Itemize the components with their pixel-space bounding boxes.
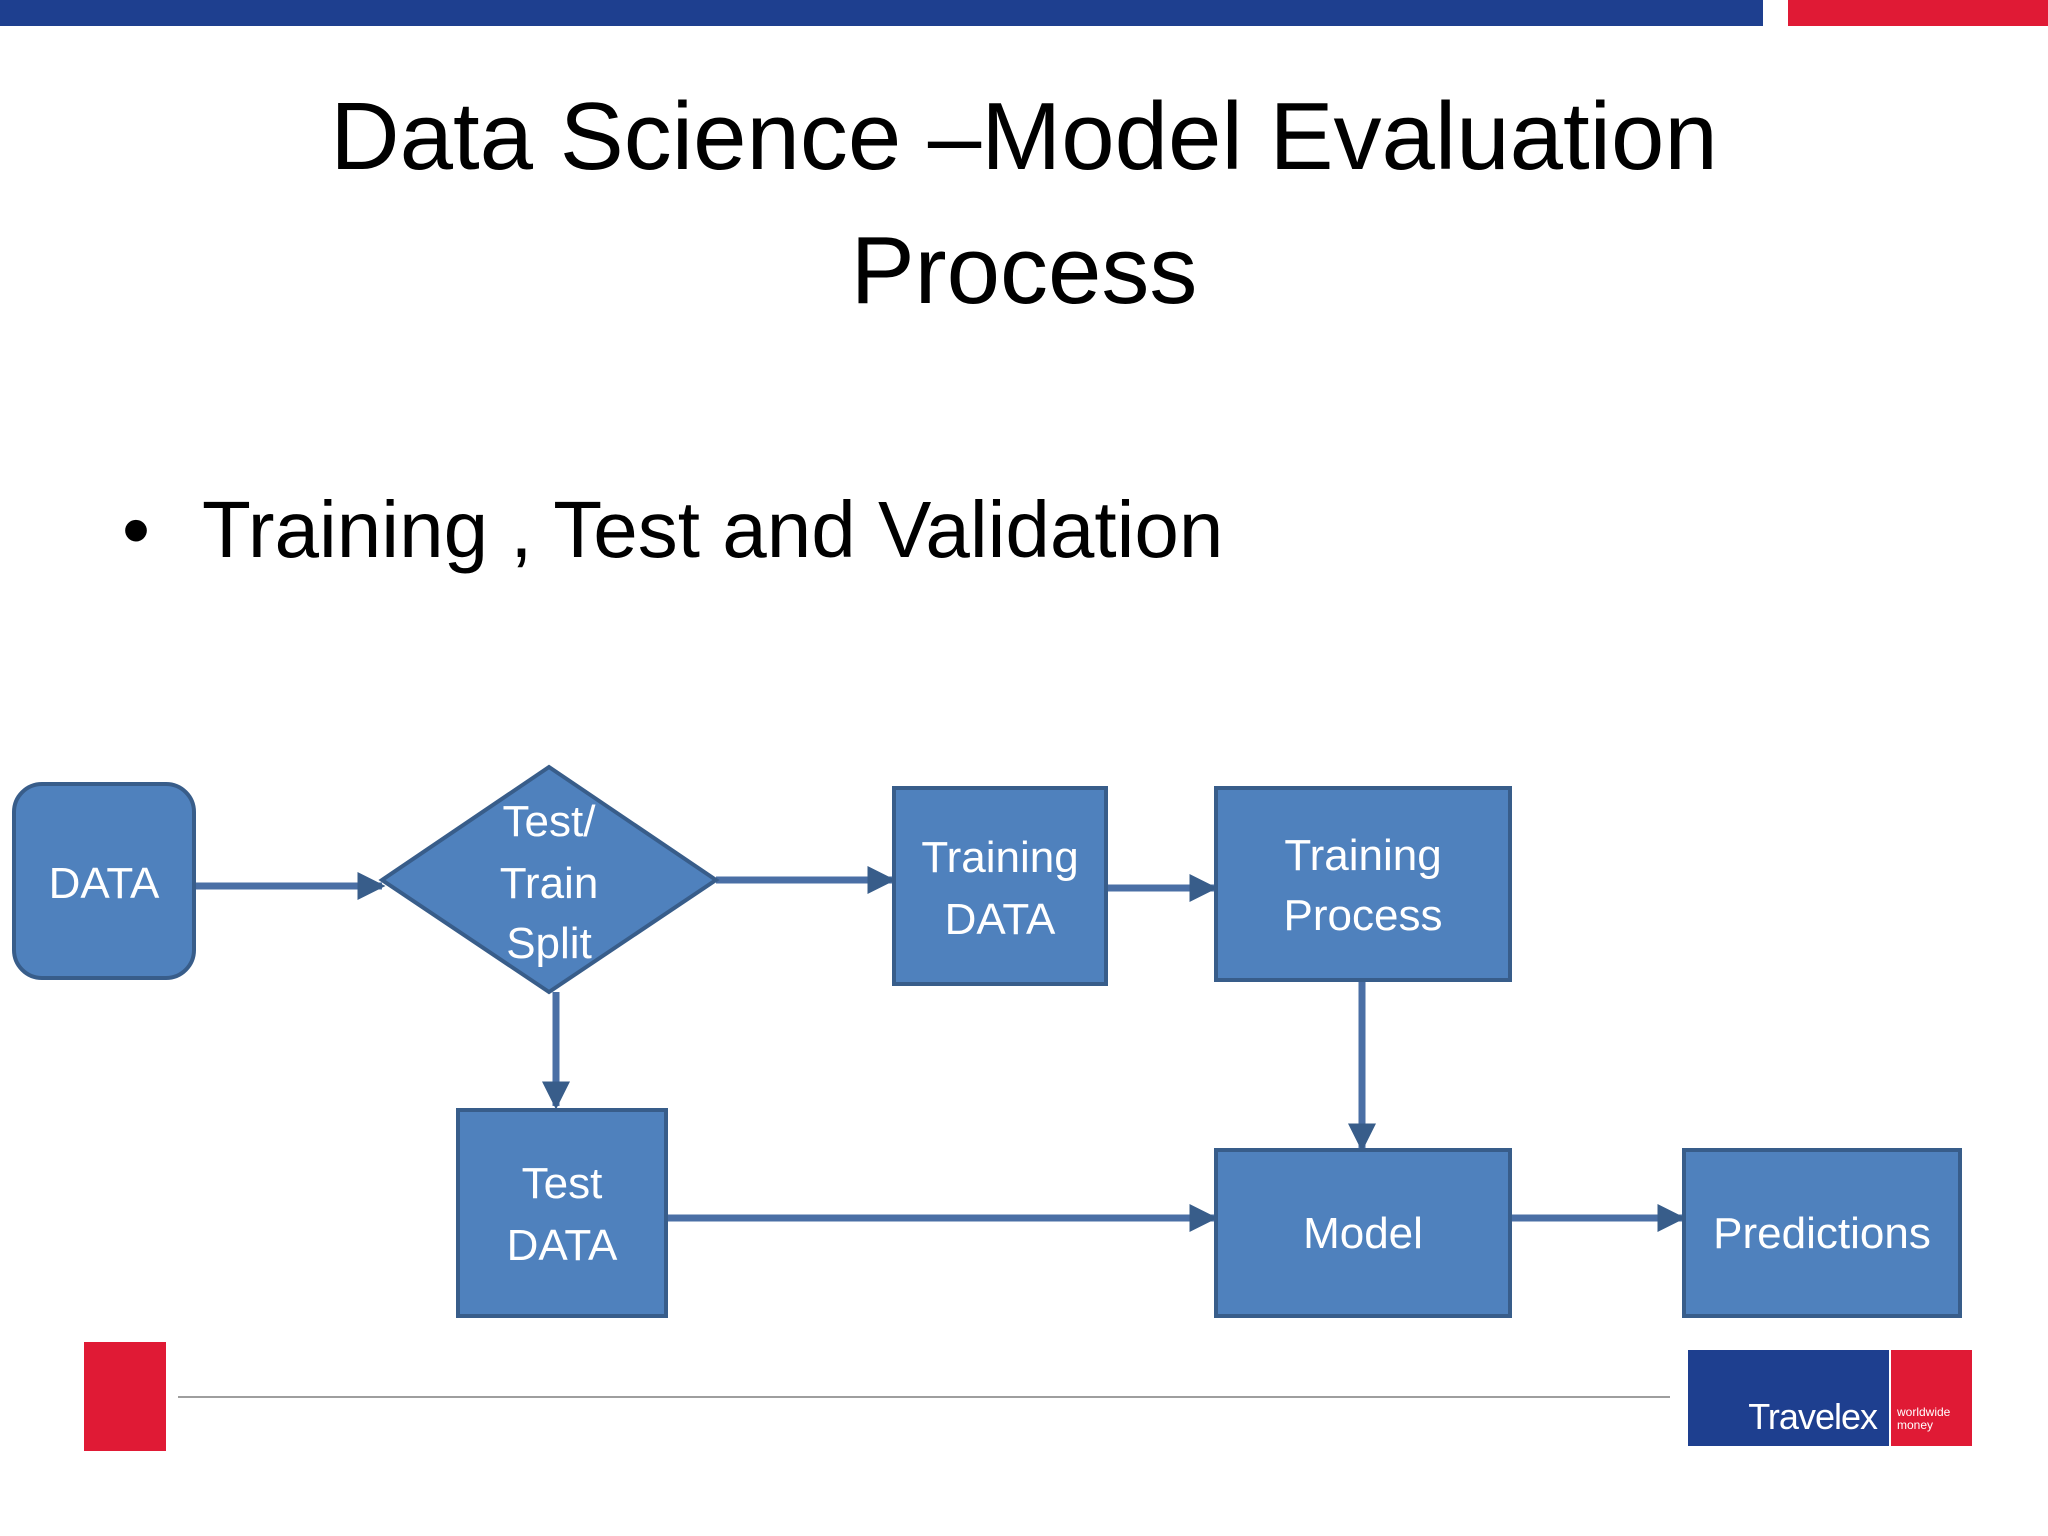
node-training-data: Training DATA	[892, 786, 1108, 986]
footer-red-block	[84, 1342, 166, 1451]
split-label-line-1: Test/	[503, 797, 597, 846]
test-data-label-line-1: Test	[522, 1159, 603, 1208]
title-line-2: Process	[850, 217, 1198, 324]
travelex-logo: Travelex worldwide money	[1688, 1350, 1972, 1446]
logo-tagline-line-2: money	[1897, 1418, 1934, 1432]
bullet-text: Training , Test and Validation	[202, 485, 1224, 574]
bullet-dot: •	[122, 485, 151, 574]
test-data-label-line-2: DATA	[507, 1221, 618, 1270]
logo-wordmark: Travelex	[1748, 1396, 1878, 1437]
top-brand-bar-red	[1788, 0, 2048, 26]
footer-divider	[178, 1396, 1670, 1398]
logo-tagline: worldwide money	[1897, 1406, 1950, 1432]
node-predictions: Predictions	[1682, 1148, 1962, 1318]
logo-red-panel: worldwide money	[1891, 1350, 1972, 1446]
node-data-label: DATA	[49, 859, 160, 908]
split-label-line-3: Split	[506, 919, 592, 968]
node-model: Model	[1214, 1148, 1512, 1318]
training-process-label-line-1: Training	[1284, 831, 1441, 880]
node-data: DATA	[12, 782, 196, 980]
bullet-item: • Training , Test and Validation	[122, 480, 1223, 580]
title-line-1: Data Science –Model Evaluation	[330, 83, 1718, 190]
logo-blue-panel: Travelex	[1688, 1350, 1889, 1446]
node-test-train-split: Test/ Train Split	[378, 764, 720, 995]
split-label-line-2: Train	[500, 859, 599, 908]
node-test-data: Test DATA	[456, 1108, 668, 1318]
model-label: Model	[1303, 1209, 1423, 1258]
top-brand-bar-blue	[0, 0, 1763, 26]
logo-tagline-line-1: worldwide	[1897, 1405, 1951, 1419]
node-training-process: Training Process	[1214, 786, 1512, 982]
training-process-label-line-2: Process	[1284, 891, 1443, 940]
slide-title: Data Science –Model Evaluation Process	[170, 70, 1878, 338]
training-data-label-line-2: DATA	[945, 895, 1056, 944]
training-data-label-line-1: Training	[921, 833, 1078, 882]
predictions-label: Predictions	[1713, 1209, 1931, 1258]
